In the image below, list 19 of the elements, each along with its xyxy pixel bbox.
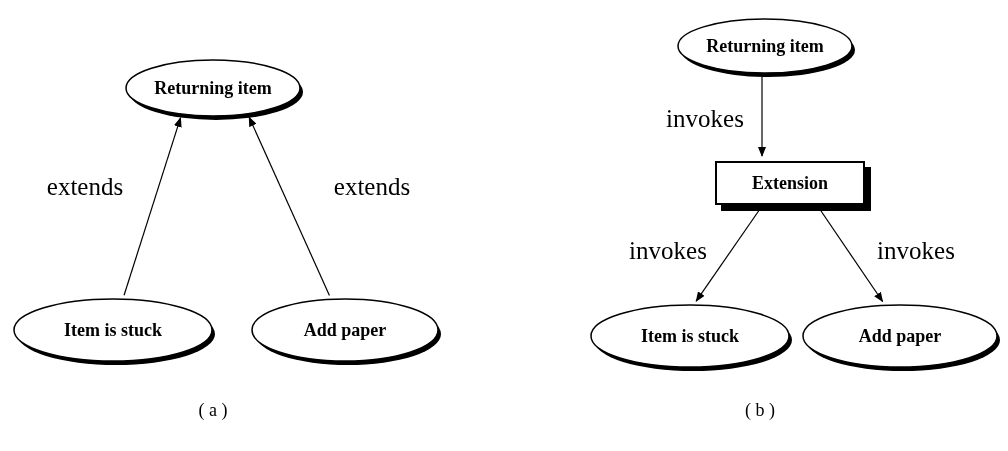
use-case-ellipse (677, 18, 853, 74)
use-case-ellipse (590, 304, 790, 368)
node-label: Extension (752, 171, 828, 195)
node-label: Add paper (858, 324, 942, 348)
node-label: Returning item (154, 76, 272, 100)
node-label: Returning item (706, 34, 824, 58)
use-case-ellipse (251, 298, 439, 362)
panel-label: ( a ) (198, 398, 228, 422)
node-label: Item is stuck (64, 318, 162, 342)
panel-label: ( b ) (745, 398, 775, 422)
node-label: Item is stuck (641, 324, 739, 348)
arrow (819, 209, 884, 303)
arrow (123, 116, 182, 296)
use-case-ellipse (13, 298, 213, 362)
arrow (758, 76, 766, 157)
node-label: Add paper (303, 318, 387, 342)
arrow (248, 116, 331, 297)
use-case-ellipse (125, 59, 301, 117)
use-case-ellipse (802, 304, 998, 368)
